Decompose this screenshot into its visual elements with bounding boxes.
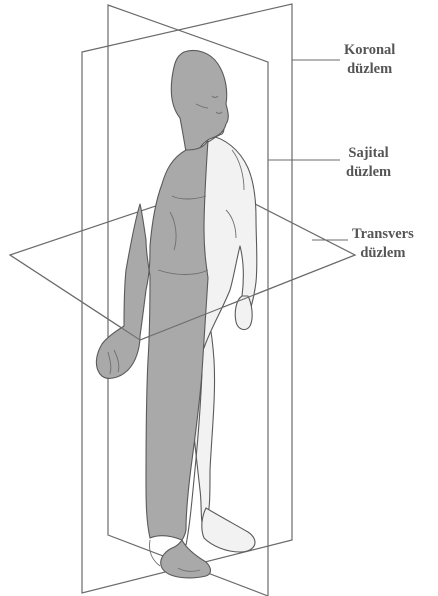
sagittal-label-line2: düzlem bbox=[346, 163, 391, 182]
sagittal-plane-label: Sajital düzlem bbox=[346, 144, 391, 182]
transverse-label-line2: düzlem bbox=[352, 244, 414, 263]
light-foot bbox=[202, 508, 255, 552]
sagittal-label-line1: Sajital bbox=[346, 144, 391, 163]
shaded-body bbox=[96, 140, 210, 578]
human-figure bbox=[96, 51, 257, 578]
coronal-label-line1: Koronal bbox=[344, 41, 395, 60]
label-leaders bbox=[268, 60, 348, 240]
transverse-plane-label: Transvers düzlem bbox=[352, 225, 414, 263]
coronal-label-line2: düzlem bbox=[344, 60, 395, 79]
shaded-head bbox=[171, 51, 228, 153]
transverse-label-line1: Transvers bbox=[352, 225, 414, 244]
coronal-plane-label: Koronal düzlem bbox=[344, 41, 395, 79]
